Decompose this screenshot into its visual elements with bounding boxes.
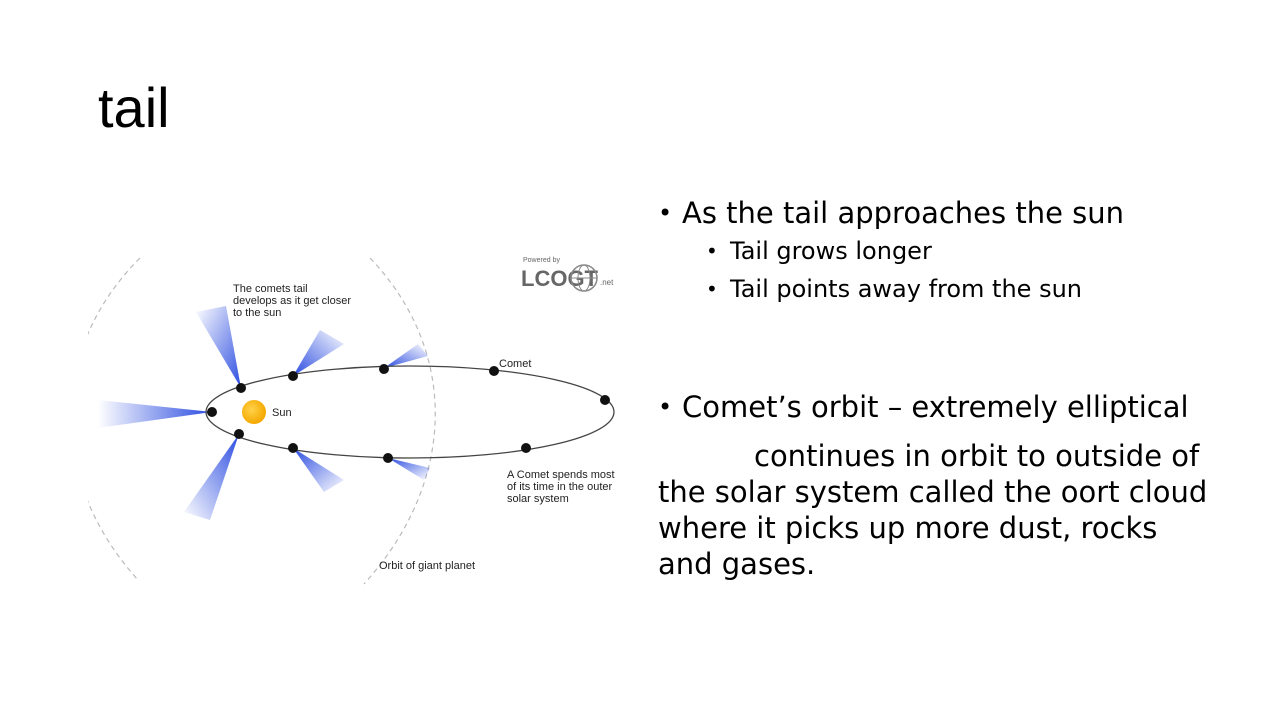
sub-bullet-text: Tail grows longer	[730, 237, 932, 265]
bullet-orbit: • Comet’s orbit – extremely elliptical	[658, 388, 1218, 426]
bullet-dot-icon: •	[658, 199, 673, 227]
bullet-dot-icon: •	[706, 277, 718, 301]
slide-title: tail	[98, 76, 170, 139]
tail-upper-mid	[293, 330, 344, 376]
sun-icon	[242, 400, 266, 424]
tail-lower-mid	[293, 448, 344, 492]
bullet-dot-icon: •	[706, 239, 718, 263]
tail-upper-left	[196, 306, 241, 388]
oort-cloud-paragraph: continues in orbit to outside of the sol…	[658, 439, 1208, 581]
svg-text:Powered by: Powered by	[523, 257, 560, 264]
sub-bullet-points-away: • Tail points away from the sun	[658, 270, 1218, 308]
label-sun: Sun	[272, 407, 292, 419]
bullet-tail-approach: • As the tail approaches the sun	[658, 194, 1218, 232]
comet-position	[288, 371, 298, 381]
tail-lower-left	[184, 434, 239, 520]
bullet-text: As the tail approaches the sun	[682, 196, 1125, 230]
bullet-dot-icon: •	[658, 393, 673, 421]
svg-text:.net: .net	[600, 278, 614, 287]
bullet-text: Comet’s orbit – extremely elliptical	[682, 390, 1189, 424]
sub-bullet-grows: • Tail grows longer	[658, 232, 1218, 270]
comet-position	[288, 443, 298, 453]
comet-orbit-diagram: The comets tail develops as it get close…	[88, 240, 648, 600]
tail-lower-right	[388, 458, 430, 480]
tail-upper-right	[384, 344, 428, 368]
comet-position	[600, 395, 610, 405]
label-comet: Comet	[499, 358, 531, 370]
comet-position	[379, 364, 389, 374]
comet-position	[489, 366, 499, 376]
planet-orbit-arc-left	[88, 257, 141, 581]
label-tail: The comets tail develops as it get close…	[233, 283, 354, 319]
comet-position	[521, 443, 531, 453]
lcogt-logo: Powered by LCOGT .net	[521, 257, 614, 292]
comet-position	[236, 383, 246, 393]
bullet-content: • As the tail approaches the sun • Tail …	[658, 194, 1218, 582]
planet-orbit-arc-right	[363, 257, 436, 585]
comet-orbit	[205, 365, 615, 459]
tail-left	[98, 400, 212, 428]
label-planet-orbit: Orbit of giant planet	[379, 560, 475, 572]
label-outer: A Comet spends most of its time in the o…	[507, 469, 618, 505]
diagram-svg: The comets tail develops as it get close…	[88, 257, 618, 585]
comet-position	[234, 429, 244, 439]
comet-position	[207, 407, 217, 417]
sub-bullet-text: Tail points away from the sun	[730, 275, 1082, 303]
comet-position	[383, 453, 393, 463]
